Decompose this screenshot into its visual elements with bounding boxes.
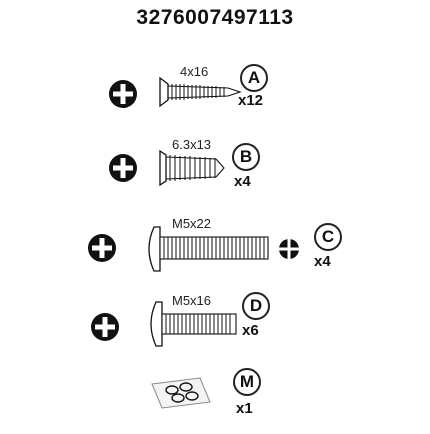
machine-screw-m5x16-drawing — [150, 301, 237, 347]
part-size-d: M5x16 — [172, 293, 212, 308]
part-size-c: M5x22 — [172, 216, 212, 231]
part-qty-c: x4 — [314, 253, 331, 270]
part-size-b: 6.3x13 — [172, 137, 212, 152]
machine-screw-m5x22-drawing — [148, 226, 269, 272]
phillips-head-top-icon — [278, 238, 300, 260]
part-qty-b: x4 — [234, 173, 251, 190]
part-row-d: M5x16 D x6 — [0, 290, 430, 360]
part-row-a: 4x16 A x12 — [0, 62, 430, 132]
part-row-m: M x1 — [0, 364, 430, 434]
wood-screw-4x16-drawing — [159, 76, 242, 108]
part-qty-d: x6 — [242, 322, 259, 339]
parts-bag-drawing — [151, 377, 211, 409]
part-letter-m: M — [233, 368, 261, 396]
part-number: 3276007497113 — [136, 6, 294, 29]
part-row-c: M5x22 C x4 — [0, 213, 430, 283]
part-letter-a: A — [240, 64, 268, 92]
part-qty-a: x12 — [238, 92, 264, 109]
part-qty-m: x1 — [236, 400, 253, 417]
phillips-drive-icon — [109, 154, 137, 182]
phillips-drive-icon — [91, 313, 119, 341]
part-row-b: 6.3x13 B x4 — [0, 137, 430, 207]
part-letter-d: D — [242, 292, 270, 320]
wood-screw-6-3x13-drawing — [159, 149, 225, 187]
part-letter-c: C — [314, 223, 342, 251]
part-letter-b: B — [232, 143, 260, 171]
part-size-a: 4x16 — [180, 64, 209, 79]
phillips-drive-icon — [88, 234, 116, 262]
phillips-drive-icon — [109, 80, 137, 108]
